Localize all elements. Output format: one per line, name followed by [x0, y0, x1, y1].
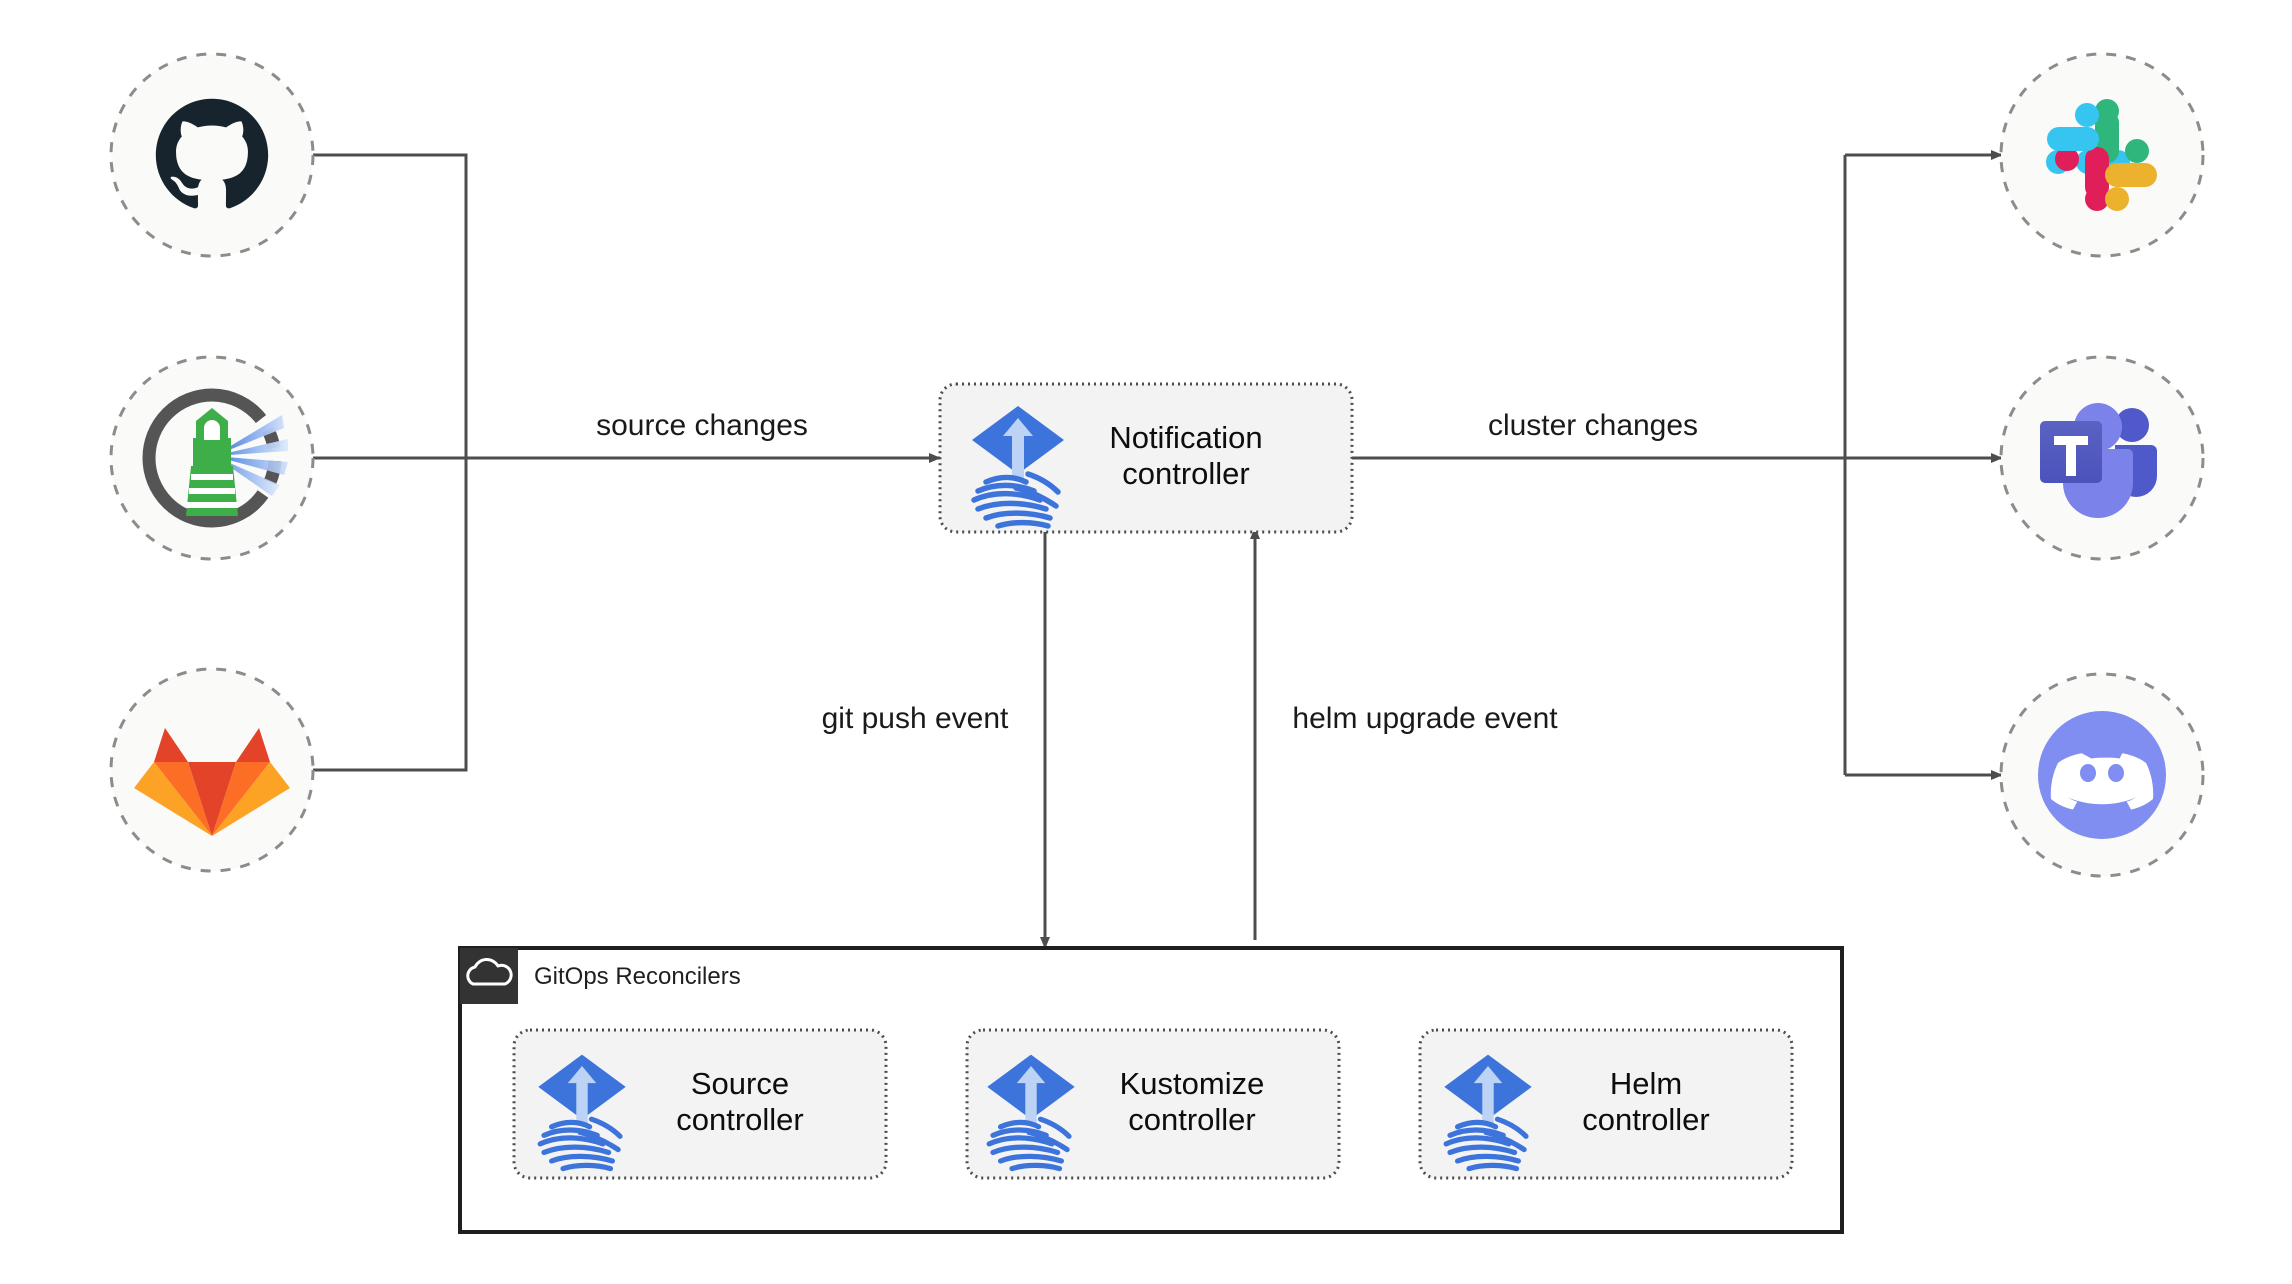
notification-controller-box[interactable]	[938, 382, 1354, 534]
kustomize-controller-label-line1: Kustomize	[1120, 1066, 1265, 1101]
edge-label-git-push-event: git push event	[822, 702, 1009, 735]
helm-controller-label-line2: controller	[1582, 1102, 1710, 1137]
discord-icon	[2038, 711, 2166, 839]
source-controller-label-line2: controller	[676, 1102, 804, 1137]
gitops-reconcilers-label: GitOps Reconcilers	[534, 963, 741, 990]
kustomize-controller-node[interactable]: Kustomize controller	[965, 1028, 1341, 1180]
flux-controller-icon	[971, 406, 1064, 529]
flux-controller-icon	[537, 1054, 626, 1172]
edge-gitlab-to-trunk	[313, 458, 468, 772]
source-controller-label-line1: Source	[691, 1066, 789, 1101]
edge-label-source-changes: source changes	[596, 409, 808, 442]
flux-controller-icon	[1443, 1054, 1532, 1172]
helm-controller-node[interactable]: Helm controller	[1418, 1028, 1794, 1180]
notification-controller-label-line1: Notification	[1109, 420, 1262, 455]
kustomize-controller-box[interactable]	[965, 1028, 1341, 1180]
group-icon-badge	[460, 948, 518, 1004]
circle-github[interactable]	[109, 52, 315, 258]
edge-github-to-trunk	[313, 153, 468, 458]
edge-label-cluster-changes: cluster changes	[1488, 409, 1698, 442]
source-controller-node[interactable]: Source controller	[512, 1028, 888, 1180]
notification-controller-label-line2: controller	[1122, 456, 1250, 491]
helm-controller-label-line1: Helm	[1610, 1066, 1682, 1101]
cloud-icon	[466, 958, 513, 986]
kustomize-controller-label-line2: controller	[1128, 1102, 1256, 1137]
notification-controller-node[interactable]: Notification controller	[938, 382, 1354, 534]
slack-icon	[2046, 99, 2157, 211]
flux-lighthouse-icon	[142, 388, 288, 528]
gitlab-icon	[134, 728, 290, 836]
microsoft-teams-icon	[2040, 403, 2157, 518]
github-icon	[155, 98, 269, 209]
flux-controller-icon	[986, 1054, 1075, 1172]
edge-label-helm-upgrade-event: helm upgrade event	[1292, 702, 1558, 735]
